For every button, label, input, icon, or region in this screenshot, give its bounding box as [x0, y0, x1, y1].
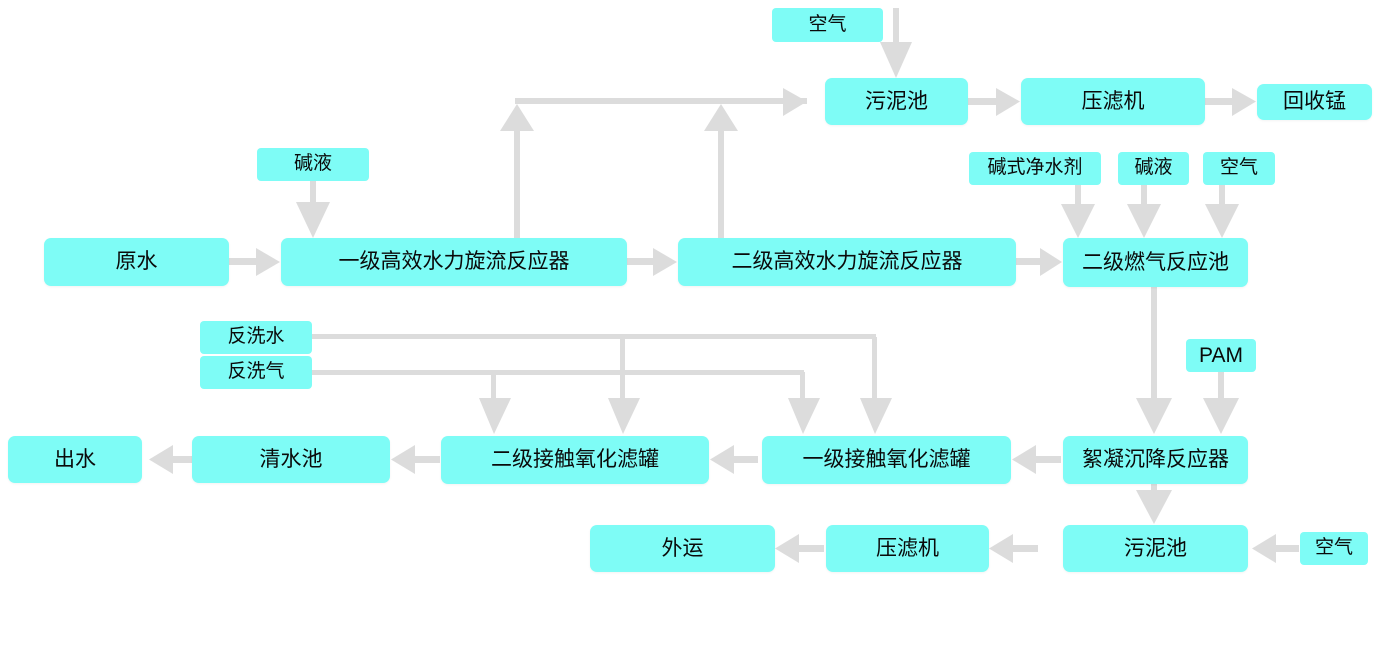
- node-alkali-1[interactable]: 碱液: [257, 148, 369, 181]
- node-recover-mn[interactable]: 回收锰: [1257, 84, 1372, 120]
- node-label: 反洗水: [227, 326, 285, 348]
- node-effluent[interactable]: 出水: [8, 436, 142, 483]
- node-label: 二级燃气反应池: [1082, 250, 1229, 274]
- node-label: 压滤机: [876, 536, 939, 560]
- node-label: 空气: [1314, 537, 1353, 559]
- node-gas-reactor-2[interactable]: 二级燃气反应池: [1063, 238, 1248, 287]
- arrow-group: [149, 8, 1299, 563]
- node-label: 碱式净水剂: [987, 157, 1083, 179]
- node-alkali-2[interactable]: 碱液: [1118, 152, 1189, 185]
- node-backwash-air[interactable]: 反洗气: [200, 356, 312, 389]
- node-label: 回收锰: [1283, 90, 1346, 114]
- node-raw-water[interactable]: 原水: [44, 238, 229, 286]
- node-label: 一级接触氧化滤罐: [802, 448, 971, 472]
- node-backwash-water[interactable]: 反洗水: [200, 321, 312, 354]
- node-cyclone-reactor-2[interactable]: 二级高效水力旋流反应器: [678, 238, 1016, 286]
- node-transport-out[interactable]: 外运: [590, 525, 775, 572]
- node-label: 出水: [54, 447, 96, 471]
- node-pam[interactable]: PAM: [1186, 339, 1256, 372]
- node-alkaline-purifier[interactable]: 碱式净水剂: [969, 152, 1101, 185]
- node-air-top[interactable]: 空气: [772, 8, 883, 42]
- node-label: 絮凝沉降反应器: [1082, 448, 1229, 472]
- node-label: 压滤机: [1081, 89, 1145, 113]
- node-label: 二级接触氧化滤罐: [491, 448, 659, 472]
- node-filter-press-1[interactable]: 压滤机: [1021, 78, 1205, 125]
- node-label: 空气: [808, 13, 847, 35]
- node-label: 碱液: [293, 153, 332, 175]
- node-label: 外运: [661, 536, 704, 560]
- node-label: 原水: [115, 250, 158, 274]
- node-air-3[interactable]: 空气: [1300, 532, 1368, 565]
- node-contact-oxidation-filter-2[interactable]: 二级接触氧化滤罐: [441, 436, 709, 484]
- node-label: 一级高效水力旋流反应器: [338, 250, 570, 274]
- node-clear-water-pool[interactable]: 清水池: [192, 436, 390, 483]
- node-label: 污泥池: [1124, 536, 1187, 560]
- node-label: PAM: [1199, 343, 1243, 367]
- node-label: 碱液: [1134, 157, 1173, 179]
- node-filter-press-2[interactable]: 压滤机: [826, 525, 989, 572]
- node-label: 清水池: [259, 447, 323, 471]
- node-cyclone-reactor-1[interactable]: 一级高效水力旋流反应器: [281, 238, 627, 286]
- node-label: 反洗气: [227, 361, 285, 383]
- node-air-2[interactable]: 空气: [1203, 152, 1275, 185]
- node-label: 二级高效水力旋流反应器: [731, 250, 963, 274]
- node-sludge-pool-2[interactable]: 污泥池: [1063, 525, 1248, 572]
- node-label: 空气: [1219, 157, 1258, 179]
- node-flocculation-reactor[interactable]: 絮凝沉降反应器: [1063, 436, 1248, 484]
- node-label: 污泥池: [865, 89, 928, 113]
- node-sludge-pool-1[interactable]: 污泥池: [825, 78, 968, 125]
- node-contact-oxidation-filter-1[interactable]: 一级接触氧化滤罐: [762, 436, 1011, 484]
